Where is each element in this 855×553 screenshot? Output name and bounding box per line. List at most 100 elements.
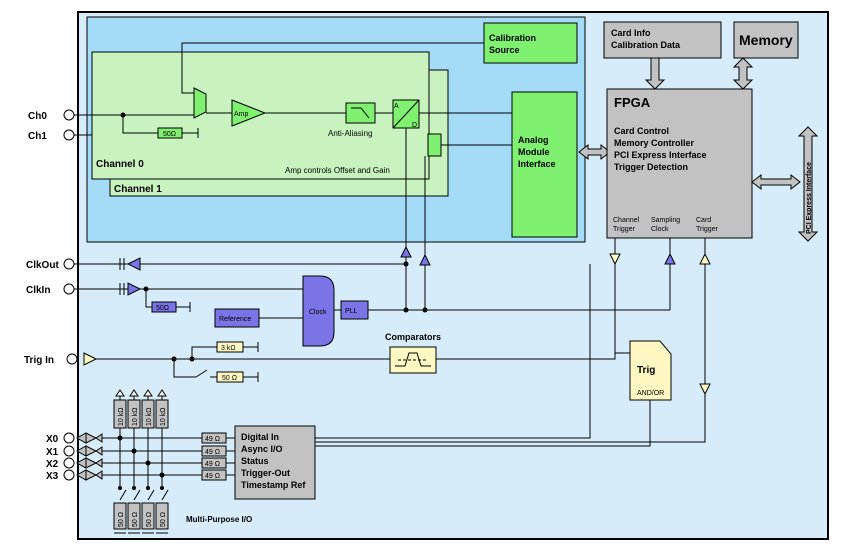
pullup-1-label: 10 kΩ <box>132 408 139 426</box>
mpio-pullups: 10 kΩ 10 kΩ 10 kΩ 10 kΩ <box>113 389 169 478</box>
comparators-label: Comparators <box>385 332 441 342</box>
anti-aliasing-filter <box>345 102 376 124</box>
ch0-term-wire <box>122 115 158 134</box>
card-info-line1: Card Info <box>611 28 651 38</box>
mpio-connectors <box>63 432 75 481</box>
pullup-3-supply <box>157 389 167 397</box>
channel0-label: Channel 0 <box>96 159 144 170</box>
ami-line1: Analog <box>518 135 549 145</box>
trigin-3k-wire <box>191 346 217 359</box>
fpga-block <box>606 88 753 239</box>
pcie-bus-arrow <box>797 126 819 242</box>
comparator-to-trig-wire <box>436 352 632 360</box>
reference-label: Reference <box>219 316 251 323</box>
pll-label: PLL <box>345 308 358 315</box>
x3-buffer-r <box>95 470 103 480</box>
pulldown-0-resistor <box>113 502 127 530</box>
fpga-title: FPGA <box>614 95 651 110</box>
clock-mux <box>302 275 335 347</box>
trig-andor-block <box>629 340 672 401</box>
x1-connector <box>63 445 75 457</box>
x1-buffer-out <box>85 445 98 457</box>
series-0-label: 49 Ω <box>205 436 220 443</box>
x2-buffer-out <box>85 457 98 469</box>
mpio-function-4: Trigger-Out <box>241 468 290 478</box>
pullup-1-supply <box>129 389 139 397</box>
pcie-label: PCI Express Interface <box>806 162 813 234</box>
pulldown-1-contact <box>132 486 136 490</box>
adc1-clock-arrow <box>419 253 431 266</box>
x3-label: X3 <box>46 471 59 482</box>
series-3-resistor <box>201 469 227 481</box>
fpga-function-3: PCI Express Interface <box>614 150 707 160</box>
series-0-resistor <box>201 432 227 444</box>
adc-a-label: A <box>394 103 399 110</box>
fpga-function-1: Card Control <box>614 126 669 136</box>
anti-aliasing-label: Anti-Aliasing <box>328 129 372 138</box>
trig-to-mpio-wire <box>315 394 706 443</box>
x0-label: X0 <box>46 434 59 445</box>
pulldown-3-resistor <box>155 502 169 530</box>
card-trigger-down-arrow <box>699 383 711 396</box>
calibration-source-line1: Calibration <box>489 33 536 43</box>
clkin-term-label: 50Ω <box>156 305 169 312</box>
card-info-line2: Calibration Data <box>611 40 681 50</box>
clkout-driver <box>126 257 141 271</box>
series-2-resistor <box>201 457 227 469</box>
amp-controls-label: Amp controls Offset and Gain <box>285 166 390 175</box>
adc-channel1 <box>427 133 442 157</box>
trig-label: Trig <box>637 365 655 376</box>
memory-label: Memory <box>739 32 793 48</box>
analog-module-interface <box>511 91 578 238</box>
trigin-50-label: 50 Ω <box>222 375 237 382</box>
adc-d-label: D <box>412 122 417 129</box>
pulldown-2-contact <box>146 486 150 490</box>
andor-label: AND/OR <box>637 390 664 397</box>
pulldown-1-label: 50 Ω <box>132 512 139 527</box>
fpga-port-channel-trigger-1: Channel <box>613 217 640 224</box>
pullup-3-label: 10 kΩ <box>160 408 167 426</box>
memory-block <box>733 21 799 59</box>
fpga-port-sampling-clock-2: Clock <box>651 226 669 233</box>
input-mux <box>193 87 207 119</box>
mpio-series: 49 Ω 49 Ω 49 Ω 49 Ω <box>201 432 227 481</box>
mpio-function-1: Digital In <box>241 432 279 442</box>
x1-label: X1 <box>46 447 59 458</box>
pulldown-1-switch <box>133 489 141 501</box>
filter-symbol <box>351 107 370 119</box>
mpio-logic-block <box>234 425 316 500</box>
ch1-connector <box>63 129 75 141</box>
pulldown-3-label: 50 Ω <box>160 512 167 527</box>
x0-buffer-r <box>95 433 103 443</box>
channel-trigger-ami <box>315 264 591 439</box>
x2-label: X2 <box>46 459 59 470</box>
fpga-function-4: Trigger Detection <box>614 162 688 172</box>
series-1-resistor <box>201 445 227 457</box>
pullup-0-supply <box>115 389 125 397</box>
fpga-port-sampling-clock-1: Sampling <box>651 217 680 224</box>
trigin-3k-node <box>189 356 195 362</box>
pulldown-1-resistor <box>127 502 141 530</box>
series-2-label: 49 Ω <box>205 461 220 468</box>
calibration-source-line2: Source <box>489 45 520 55</box>
trigin-3k-label: 3 kΩ <box>221 345 236 352</box>
mpio-function-3: Status <box>241 456 269 466</box>
trigin-label: Trig In <box>24 355 54 366</box>
x2-connector <box>63 457 75 469</box>
ami-line2: Module <box>518 147 550 157</box>
ami-line3: Interface <box>518 159 556 169</box>
calibration-source-block <box>483 22 578 64</box>
pulldown-2-resistor <box>141 502 155 530</box>
ch0-connector <box>63 109 75 121</box>
mpio-buffers <box>75 432 98 481</box>
amp-label: Amp <box>234 111 249 118</box>
fpga-pcie-arrow <box>751 173 801 191</box>
fpga-function-2: Memory Controller <box>614 138 695 148</box>
mpio-function-2: Async I/O <box>241 444 283 454</box>
ch1-label: Ch1 <box>28 131 47 142</box>
mpio-function-5: Timestamp Ref <box>241 480 306 490</box>
clkin-connector <box>63 283 75 295</box>
trigin-connector <box>66 353 78 365</box>
clkout-connector <box>63 258 75 270</box>
x0-connector <box>63 432 75 444</box>
